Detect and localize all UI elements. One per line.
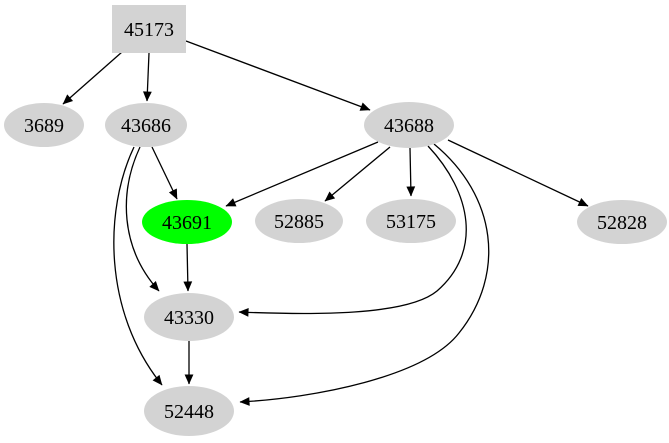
- node-45173: 45173: [112, 5, 186, 53]
- edge-43688-43330: [238, 145, 467, 317]
- node-52885: 52885: [255, 199, 343, 243]
- node-3689-label: 3689: [24, 115, 64, 137]
- node-43688-label: 43688: [384, 115, 434, 137]
- edge-43688-52448: [239, 143, 490, 406]
- node-43330-label: 43330: [164, 307, 214, 329]
- node-43691-ellipse: [142, 200, 232, 244]
- node-53175: 53175: [366, 199, 456, 243]
- node-43691-highlighted: 43691: [142, 200, 232, 244]
- edge-43686-43691: [151, 146, 178, 200]
- edge-43688-52828: [447, 139, 589, 207]
- edge-group: [62, 40, 589, 406]
- node-43688: 43688: [364, 102, 454, 148]
- node-43688-ellipse: [364, 102, 454, 148]
- edge-43691-43330: [183, 243, 193, 292]
- node-52885-label: 52885: [274, 211, 324, 233]
- node-43330-ellipse: [144, 293, 234, 341]
- node-53175-label: 53175: [386, 211, 436, 233]
- edge-45173-3689: [62, 51, 123, 105]
- node-52828-ellipse: [577, 200, 667, 244]
- node-52448-ellipse: [144, 386, 234, 436]
- node-group: 45173 3689 43686 43688 43691 52885: [4, 5, 667, 436]
- node-3689-ellipse: [4, 103, 84, 147]
- edge-45173-43686: [142, 52, 152, 102]
- node-53175-ellipse: [366, 199, 456, 243]
- node-43686: 43686: [105, 103, 187, 147]
- edge-43688-43691: [225, 141, 379, 207]
- edge-43688-52885: [324, 146, 391, 202]
- node-3689: 3689: [4, 103, 84, 147]
- node-43330: 43330: [144, 293, 234, 341]
- node-43691-label: 43691: [162, 212, 212, 234]
- node-45173-box: [112, 5, 186, 53]
- edge-43688-53175: [406, 147, 416, 197]
- node-52448-label: 52448: [164, 401, 214, 423]
- node-43686-ellipse: [105, 103, 187, 147]
- edge-45173-43688: [185, 40, 371, 111]
- node-52885-ellipse: [255, 199, 343, 243]
- node-45173-label: 45173: [124, 19, 174, 41]
- node-52448: 52448: [144, 386, 234, 436]
- node-43686-label: 43686: [121, 115, 171, 137]
- edge-43686-43330: [125, 146, 160, 292]
- node-52828: 52828: [577, 200, 667, 244]
- edge-43686-52448: [113, 146, 163, 386]
- node-52828-label: 52828: [597, 212, 647, 234]
